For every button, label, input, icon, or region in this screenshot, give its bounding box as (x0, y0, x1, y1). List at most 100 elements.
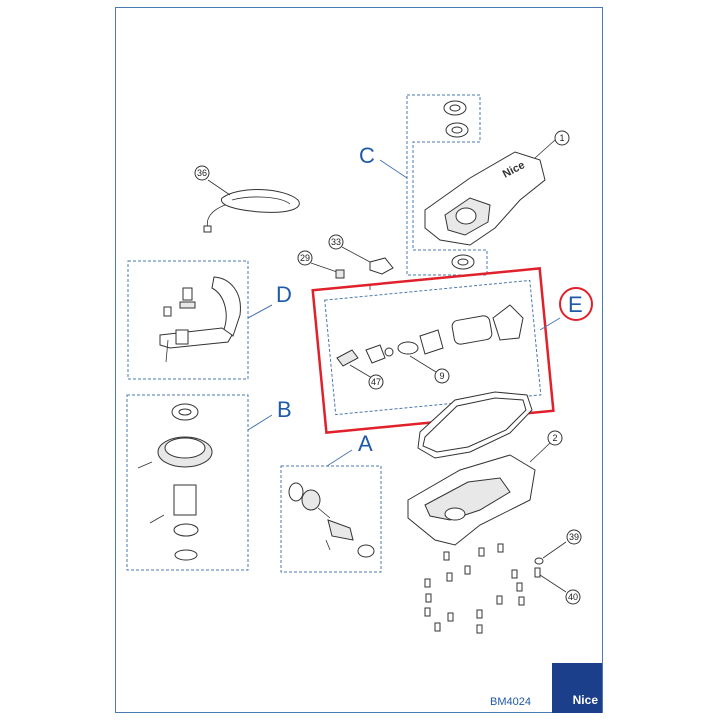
callout-39-leader (542, 541, 567, 559)
release-lever-square (175, 329, 189, 345)
power-cable-assembly: 36 (194, 165, 300, 233)
gearbox-base: 2 (407, 391, 563, 546)
screw (424, 607, 431, 617)
group-c-box (406, 94, 488, 276)
callout-40-circle (565, 589, 581, 605)
screw (476, 624, 483, 634)
callout-1: 1 (559, 133, 564, 143)
group-e-label: E (568, 292, 583, 317)
callout-40-leader (539, 574, 567, 593)
group-d-label: D (276, 282, 292, 307)
group-e-circle (559, 287, 593, 321)
screw (516, 582, 523, 592)
callout-36-circle (194, 165, 210, 181)
brand-logo-text: Nice (572, 693, 598, 707)
screw (443, 551, 450, 561)
release-washer (179, 301, 196, 309)
part-29-nut (335, 269, 345, 279)
motor-gearbox-cover (492, 304, 524, 341)
screw (476, 609, 483, 619)
callout-36: 36 (197, 168, 207, 178)
group-e-leader (539, 317, 561, 331)
b-pinion-shaft (173, 484, 197, 516)
group-d-box (127, 260, 249, 380)
callout-2-circle (547, 430, 563, 446)
part-40-screw (534, 567, 541, 578)
group-c: C Nice 1 (359, 94, 570, 276)
callout-47: 47 (371, 377, 381, 387)
group-a-box (280, 465, 382, 573)
base-housing-recess (424, 477, 511, 521)
b-lower-bearing (173, 523, 199, 537)
callout-29-leader (310, 262, 338, 273)
seal-ring-bottom-hole (457, 258, 469, 266)
group-a-label: A (358, 431, 373, 456)
top-cover-part (424, 151, 546, 246)
gasket-inner (422, 397, 527, 453)
screw (518, 596, 525, 606)
release-lever-arc (211, 276, 241, 337)
seal-ring-middle-hole (451, 126, 463, 134)
seal-ring-top-hole (449, 104, 461, 112)
a-end-bearing (357, 544, 375, 558)
a-pin (325, 539, 331, 551)
callout-33-leader (341, 246, 371, 263)
part-47-pinion (336, 349, 359, 367)
screw (424, 578, 431, 588)
group-d: D (127, 260, 292, 380)
callout-40: 40 (568, 592, 578, 602)
group-b-box (126, 394, 249, 571)
callout-36-leader (207, 179, 231, 196)
group-a: A (280, 431, 382, 573)
release-bolt-head (182, 287, 193, 301)
group-d-leader (247, 304, 273, 319)
release-lever-bar (159, 327, 233, 349)
cable-coil-inner (231, 196, 291, 205)
screw (464, 565, 471, 575)
screw (425, 593, 432, 603)
screw (478, 547, 485, 557)
callout-9-leader (409, 355, 437, 373)
callout-2: 2 (552, 433, 557, 443)
callout-39: 39 (569, 532, 579, 542)
motor-brush-ring (397, 341, 419, 355)
screw (434, 622, 441, 632)
release-pin (165, 339, 169, 363)
callout-2-leader (529, 442, 551, 463)
callout-33-circle (328, 234, 344, 250)
motor-body (451, 315, 493, 345)
diagram-frame (115, 7, 603, 713)
callout-29-circle (297, 250, 313, 266)
top-cover-bore (455, 207, 477, 225)
diagram-code: BM4024 (490, 696, 531, 708)
release-small-bolt (163, 306, 172, 317)
a-shaft (317, 507, 331, 519)
b-o-ring (174, 549, 198, 561)
a-worm-screw (327, 519, 354, 541)
cable-lead (206, 204, 226, 229)
callout-39-circle (566, 529, 582, 545)
callout-9-circle (434, 368, 450, 384)
b-seal-ring-hole (178, 408, 192, 416)
screw (446, 572, 453, 582)
motor-bracket (365, 344, 386, 364)
screw-set: 39 40 (424, 529, 582, 634)
group-c-leader (379, 159, 408, 179)
callout-47-leader (349, 364, 373, 379)
b-pin-lower (149, 514, 165, 524)
group-b-label: B (277, 397, 292, 422)
motor-endcap (419, 329, 444, 355)
base-housing-bore (444, 507, 466, 521)
callout-47-circle (368, 374, 384, 390)
callout-9: 9 (439, 371, 444, 381)
screw (447, 612, 454, 622)
cable-connector (203, 225, 212, 233)
a-bearing (288, 482, 304, 502)
group-b-leader (247, 414, 273, 431)
callout-29: 29 (300, 253, 310, 263)
callout-1-leader (534, 139, 556, 159)
group-a-leader (326, 449, 353, 467)
a-gear (301, 489, 321, 511)
